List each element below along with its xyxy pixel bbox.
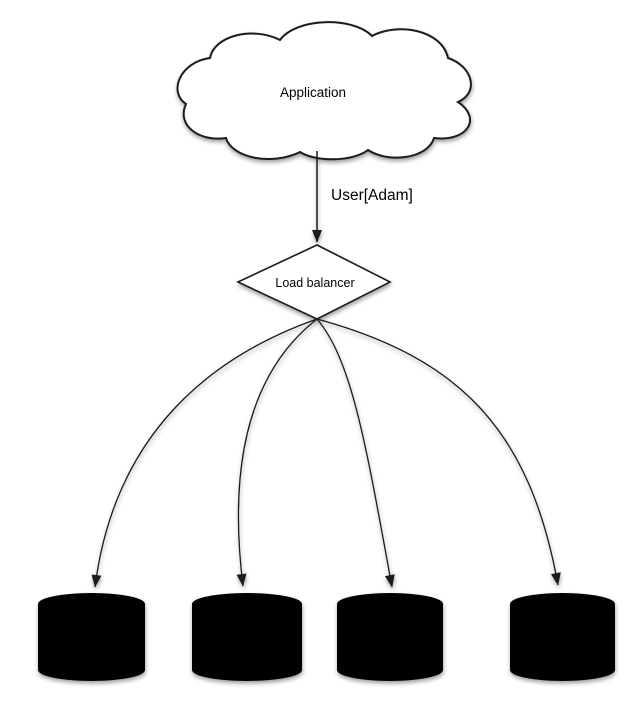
balancer-to-shard-2-arrow	[236, 318, 318, 587]
shard-db-cylinder-3	[337, 593, 443, 681]
db-cylinder-top	[192, 593, 302, 615]
application-label: Application	[280, 85, 346, 100]
db-cylinder-body	[192, 604, 302, 681]
load-balancer-label: Load balancer	[275, 276, 354, 290]
application-cloud-shape	[176, 21, 472, 161]
db-cylinder-top	[510, 593, 615, 615]
flow-edge-label: User[Adam]	[331, 187, 413, 204]
shard-3-label: User [G-I]	[363, 635, 417, 649]
balancer-to-shard-1-arrow	[91, 318, 318, 588]
db-cylinder-body	[38, 604, 145, 681]
balancer-to-shard-4-arrow	[316, 318, 561, 586]
shard-2-label: User [D-F]	[218, 635, 276, 649]
db-cylinder-body	[337, 604, 443, 681]
shard-1-label: User [A-C]	[62, 635, 120, 649]
db-cylinder-top	[337, 593, 443, 615]
db-cylinder-body	[510, 604, 615, 681]
shard-4-label: User [X-Y]	[534, 635, 592, 649]
balancer-to-shard-3-arrow	[316, 318, 395, 588]
shard-db-cylinder-1	[38, 593, 145, 681]
shard-db-cylinder-2	[192, 593, 302, 681]
db-cylinder-top	[38, 593, 145, 615]
shard-db-cylinder-4	[510, 593, 615, 681]
